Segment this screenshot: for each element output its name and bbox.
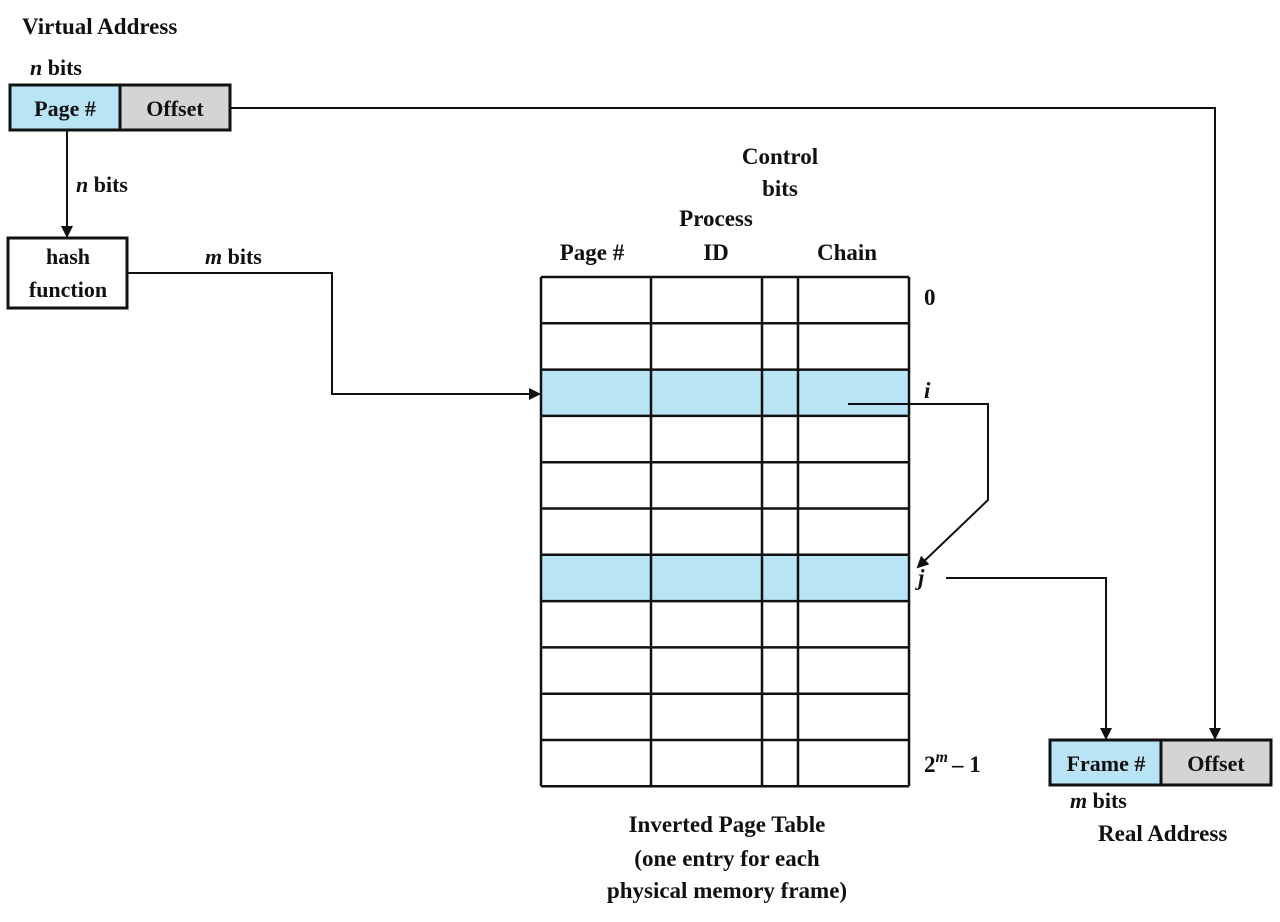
- row-label-i: i: [924, 378, 931, 403]
- frame-index-arrow: [946, 577, 1112, 740]
- row-label-last: 2m– 1: [924, 749, 981, 777]
- hash-function-box: [6, 236, 129, 310]
- table-caption-line2: (one entry for each: [634, 846, 820, 871]
- chain-link-arrow: [848, 403, 989, 569]
- table-row: [541, 693, 909, 740]
- table-row: [541, 601, 909, 648]
- real-address-title: Real Address: [1098, 821, 1227, 846]
- real-frame-number-label: Frame #: [1067, 751, 1146, 776]
- header-control-line2: bits: [762, 176, 798, 201]
- table-row-highlighted: [541, 369, 909, 416]
- row-label-first: 0: [924, 285, 936, 310]
- table-row: [541, 462, 909, 509]
- table-row-highlighted: [541, 554, 909, 602]
- header-process-line2: ID: [703, 240, 729, 265]
- hash-function-label-line2: function: [29, 277, 107, 302]
- virtual-page-number-field: [8, 83, 122, 132]
- table-row: [541, 277, 909, 324]
- offset-pass-through-arrow: [230, 107, 1221, 740]
- table-caption-line3: physical memory frame): [607, 878, 847, 903]
- virtual-page-number-label: Page #: [34, 96, 96, 121]
- virtual-offset-label: Offset: [146, 96, 204, 121]
- hash-to-table-arrow: [127, 272, 541, 400]
- header-process-line1: Process: [679, 206, 753, 231]
- table-row: [541, 740, 909, 787]
- header-page-number: Page #: [560, 240, 625, 265]
- real-address-bits-label: m bits: [1070, 788, 1127, 813]
- hash-input-bits-label: n bits: [76, 172, 128, 197]
- inverted-page-table: [539, 275, 911, 788]
- table-row: [541, 508, 909, 555]
- table-row: [541, 647, 909, 694]
- hash-function-label-line1: hash: [46, 244, 90, 269]
- table-row: [541, 323, 909, 370]
- table-row: [541, 415, 909, 463]
- hash-output-bits-label: m bits: [205, 244, 262, 269]
- virtual-address-title: Virtual Address: [22, 14, 177, 39]
- row-label-j: j: [914, 565, 925, 590]
- header-chain: Chain: [817, 240, 877, 265]
- table-caption-line1: Inverted Page Table: [629, 812, 826, 837]
- virtual-offset-field: [118, 83, 232, 132]
- real-offset-field: [1159, 738, 1273, 787]
- virtual-address-bits-label: n bits: [30, 55, 82, 80]
- header-control-line1: Control: [742, 144, 818, 169]
- real-offset-label: Offset: [1187, 751, 1245, 776]
